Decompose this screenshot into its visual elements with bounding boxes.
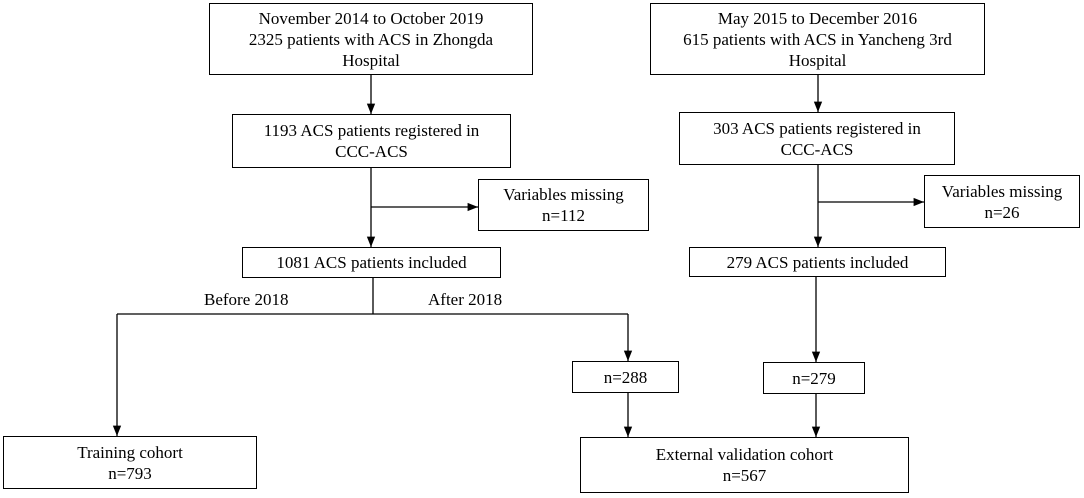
yancheng-missing-line1: Variables missing	[941, 181, 1063, 201]
after2018-count-box: n=288	[572, 361, 679, 393]
yancheng-missing-line2: n=26	[984, 202, 1020, 222]
zhongda-included-box: 1081 ACS patients included	[242, 247, 501, 278]
external-validation-box: External validation cohort n=567	[580, 437, 909, 493]
yancheng-registered-line2: CCC-ACS	[780, 139, 854, 159]
before-2018-label: Before 2018	[204, 290, 289, 309]
zhongda-missing-box: Variables missing n=112	[478, 179, 649, 231]
yancheng-count-line1: n=279	[792, 368, 836, 388]
zhongda-registered-line2: CCC-ACS	[335, 142, 408, 161]
after2018-count-line1: n=288	[603, 367, 648, 387]
zhongda-source-line3: Hospital	[342, 50, 400, 70]
yancheng-source-box: May 2015 to December 2016 615 patients w…	[650, 3, 985, 75]
yancheng-included-box: 279 ACS patients included	[689, 247, 946, 277]
yancheng-registered-box: 303 ACS patients registered in CCC-ACS	[679, 112, 955, 165]
after-2018-label: After 2018	[428, 290, 503, 309]
yancheng-included-line1: 279 ACS patients included	[726, 252, 909, 272]
external-validation-line1: External validation cohort	[655, 445, 834, 464]
yancheng-source-line3: Hospital	[788, 50, 847, 70]
external-validation-line2: n=567	[722, 466, 767, 485]
yancheng-registered-line1: 303 ACS patients registered in	[713, 118, 921, 138]
yancheng-count-box: n=279	[763, 362, 865, 394]
yancheng-source-line1: May 2015 to December 2016	[717, 8, 918, 28]
yancheng-missing-box: Variables missing n=26	[924, 175, 1080, 228]
training-cohort-line1: Training cohort	[77, 442, 183, 462]
yancheng-source-line2: 615 patients with ACS in Yancheng 3rd	[683, 29, 952, 49]
zhongda-registered-line1: 1193 ACS patients registered in	[263, 121, 480, 140]
training-cohort-box: Training cohort n=793	[3, 436, 257, 489]
zhongda-missing-line2: n=112	[542, 206, 585, 225]
zhongda-missing-line1: Variables missing	[503, 185, 624, 204]
zhongda-included-line1: 1081 ACS patients included	[276, 253, 467, 272]
zhongda-source-box: November 2014 to October 2019 2325 patie…	[209, 3, 533, 75]
zhongda-source-line1: November 2014 to October 2019	[258, 8, 484, 28]
zhongda-registered-box: 1193 ACS patients registered in CCC-ACS	[232, 114, 511, 168]
training-cohort-line2: n=793	[108, 463, 152, 483]
zhongda-source-line2: 2325 patients with ACS in Zhongda	[248, 29, 494, 49]
